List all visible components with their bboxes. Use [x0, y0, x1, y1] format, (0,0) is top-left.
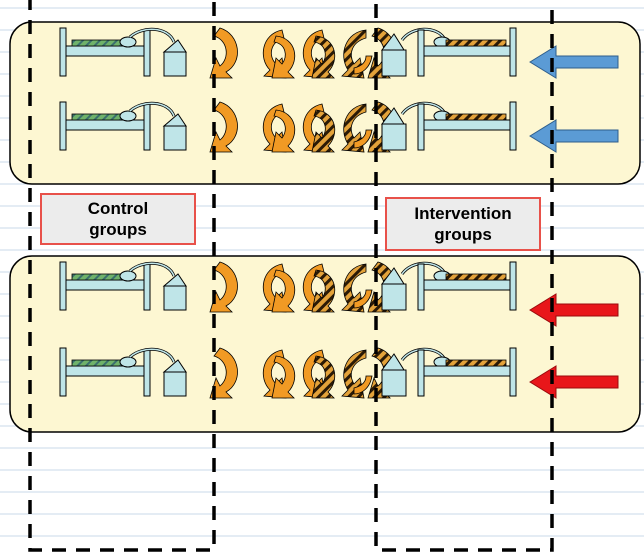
- intervention-groups-label: Intervention groups: [385, 197, 541, 251]
- control-groups-label: Control groups: [40, 193, 196, 245]
